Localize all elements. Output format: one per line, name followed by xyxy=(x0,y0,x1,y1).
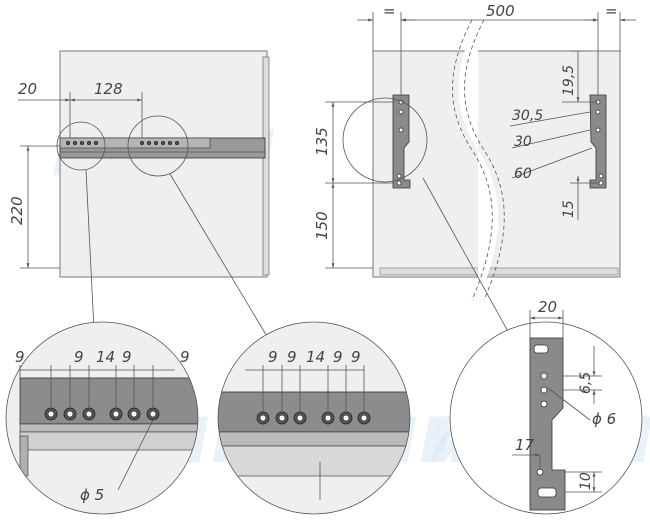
detail-1-dim-4: 9 xyxy=(180,348,190,366)
detail-2-dim-4: 9 xyxy=(351,348,361,366)
detail-1-dim-3: 9 xyxy=(122,348,132,366)
detail-3-dim-20: 20 xyxy=(538,298,557,316)
detail-3-circle xyxy=(449,321,643,515)
detail-1-dim-0: 9 xyxy=(15,348,25,366)
detail-view-3: 20 6,5 ϕ 6 17 10 xyxy=(449,298,643,515)
left-rail-holes xyxy=(66,140,179,145)
right-cabinet-panel xyxy=(372,50,621,278)
dim-135: 135 xyxy=(313,127,331,156)
detail-3-dim-17: 17 xyxy=(515,436,535,454)
detail-1-circle xyxy=(5,321,199,515)
dim-19-5: 19,5 xyxy=(561,65,577,96)
detail-3-diameter: ϕ 6 xyxy=(592,410,616,428)
detail-view-2: 9 9 14 9 9 xyxy=(217,321,411,515)
dim-30-5: 30,5 xyxy=(512,108,543,124)
dim-left-220: 220 xyxy=(8,196,26,225)
dim-30: 30 xyxy=(514,134,532,150)
detail-2-dim-2: 14 xyxy=(306,348,325,366)
left-cabinet-edge xyxy=(262,56,270,276)
right-view-bracket-left xyxy=(392,94,411,189)
detail-3-bracket xyxy=(529,337,566,511)
left-side-view: 20 128 220 xyxy=(8,50,270,339)
right-view-bracket-right xyxy=(589,94,607,189)
left-cabinet-panel xyxy=(59,50,268,278)
detail-1-dim-2: 14 xyxy=(96,348,115,366)
detail-1-diameter: ϕ 5 xyxy=(80,486,104,504)
dim-60: 60 xyxy=(514,166,532,182)
dim-left-128: 128 xyxy=(94,80,123,98)
detail-2-dim-1: 9 xyxy=(287,348,297,366)
detail-view-1: 9 9 14 9 9 ϕ 5 xyxy=(5,321,199,515)
dim-eq-right: = xyxy=(605,2,618,20)
left-rail-front-stop xyxy=(59,137,211,149)
detail-2-dim-3: 9 xyxy=(333,348,343,366)
dim-15: 15 xyxy=(561,200,577,218)
detail-callout-circle-c xyxy=(342,97,428,183)
dim-left-20: 20 xyxy=(18,80,37,98)
right-front-view: = 500 = 19,5 30,5 30 60 15 135 150 xyxy=(313,2,636,336)
detail-callout-circle-b xyxy=(127,115,189,177)
detail-3-dim-6-5: 6,5 xyxy=(578,372,594,394)
detail-2-circle xyxy=(217,321,411,515)
dim-500: 500 xyxy=(486,2,515,20)
detail-2-holes xyxy=(256,411,371,425)
detail-2-dim-0: 9 xyxy=(268,348,278,366)
detail-3-dim-10: 10 xyxy=(578,472,594,490)
dim-eq-left: = xyxy=(383,2,396,20)
detail-1-dim-1: 9 xyxy=(74,348,84,366)
right-cabinet-bottom xyxy=(379,267,619,276)
dim-150: 150 xyxy=(313,211,331,240)
